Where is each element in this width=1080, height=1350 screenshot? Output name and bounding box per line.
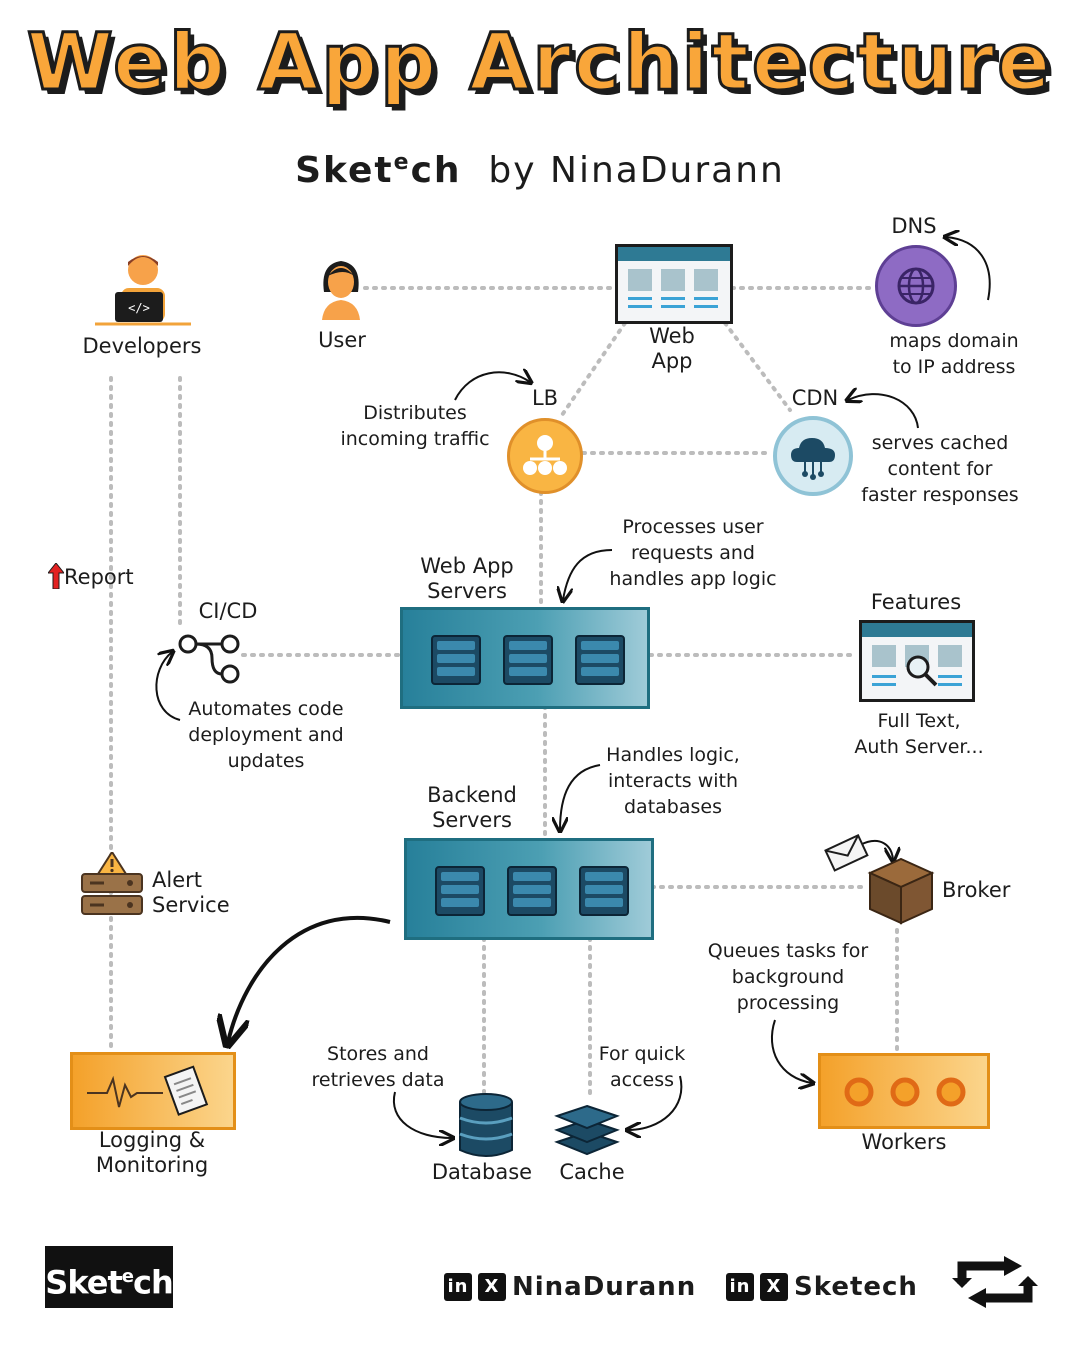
globe-icon [875,245,957,327]
workers-arrow [770,1019,812,1083]
server-rack-icon [503,635,553,685]
repost-icon[interactable] [952,1254,1038,1310]
brand-name: Sketech [295,150,462,191]
cdn-label: CDN [791,386,839,410]
up-arrow-icon [46,562,66,590]
workers-box [818,1053,990,1129]
svg-text:</>: </> [128,301,150,315]
git-branch-icon [178,634,240,684]
cicd-arrow [155,652,181,721]
webapp-lb-link [558,321,627,420]
broker-mail-arrow [859,840,893,860]
search-window-icon [859,620,975,702]
lb-label: LB [531,386,559,410]
social-handle: NinaDurann [512,1272,697,1302]
envelope-icon [824,834,869,872]
lb-arrow [454,372,530,401]
cache-label: Cache [559,1160,625,1184]
broker-label: Broker [942,878,1011,902]
cdn-arrow [848,394,919,429]
webapp-cdn-link [723,321,792,412]
workers-label: Workers [861,1130,947,1154]
load-balancer-icon [507,418,583,494]
x-icon: X [760,1273,788,1301]
database-icon [459,1093,513,1157]
worker-circles-icon [844,1077,966,1107]
linkedin-icon: in [726,1273,754,1301]
logging-monitoring-box [70,1052,236,1130]
web-app-window-icon [615,244,733,324]
social-handle: Sketech [794,1272,918,1302]
cicd-label: CI/CD [198,599,258,623]
sketech-logo: Sketech [45,1246,174,1308]
report-label: Report [46,562,158,590]
features-label: Features [870,590,962,614]
pulse-document-icon [87,1065,209,1116]
features-note: Full Text,Auth Server... [854,710,984,758]
page-title: Web App Architecture [25,17,1054,110]
dns-arrow [946,237,991,301]
database-arrow [392,1091,452,1138]
box-icon [867,857,935,925]
author-credit: by NinaDurann [488,150,785,191]
backend-logging-arrow [228,915,391,1042]
linkedin-icon: in [444,1273,472,1301]
subtitle: Sketech by NinaDurann [0,150,1080,191]
developer-person-icon: </> [95,255,191,326]
server-rack-icon [431,635,481,685]
server-rack-icon [579,866,629,916]
backend-arrow [560,764,601,830]
developers-label: Developers [82,334,202,358]
web-servers-arrow [563,549,613,600]
server-rack-icon [507,866,557,916]
social-sketech[interactable]: in X Sketech [726,1272,918,1302]
cloud-network-icon [773,416,853,496]
backend-servers-box [404,838,654,940]
cache-arrow [628,1075,683,1130]
database-label: Database [431,1160,533,1184]
web-app-servers-box [400,607,650,709]
logging-monitoring-label: Logging &Monitoring [95,1128,209,1177]
dns-label: DNS [891,214,937,238]
alert-server-icon [81,852,143,915]
user-avatar-icon [322,261,360,320]
server-rack-icon [575,635,625,685]
server-rack-icon [435,866,485,916]
user-label: User [318,328,366,352]
stack-icon [554,1104,620,1156]
x-icon: X [478,1273,506,1301]
social-ninadurann[interactable]: in X NinaDurann [444,1272,696,1302]
